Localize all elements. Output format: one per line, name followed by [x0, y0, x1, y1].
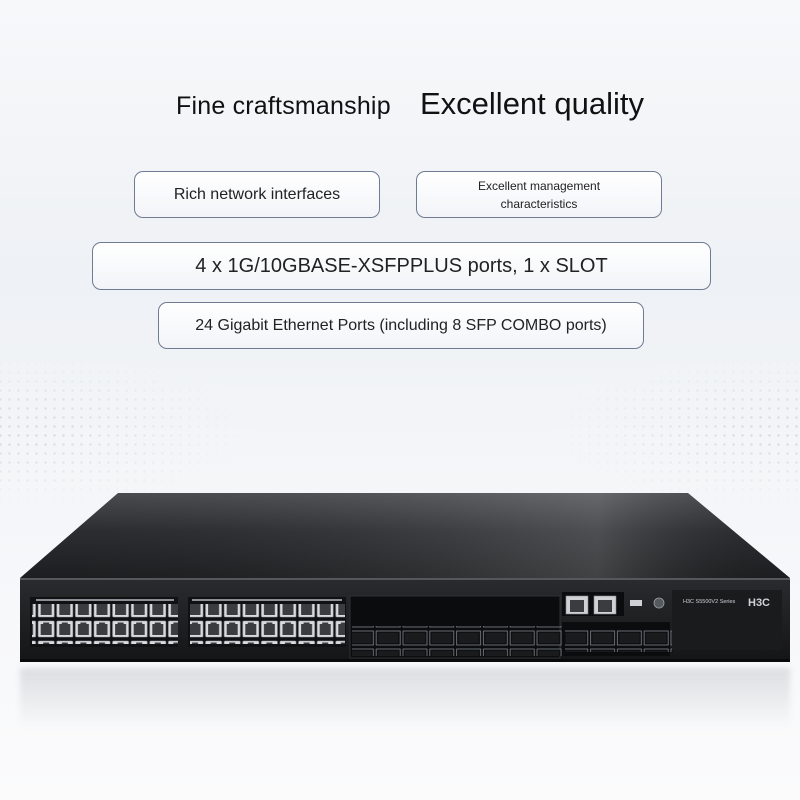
reset-button: [653, 597, 665, 609]
model-label: H3C S5500V2 Series: [683, 599, 736, 605]
usb-port: [630, 600, 642, 606]
sfp-ports: [352, 626, 566, 656]
switch-reflection: [20, 668, 790, 728]
brand-logo: H3C: [748, 597, 770, 609]
headline-right: Excellent quality: [420, 86, 645, 121]
rj45-ports-block-1: [32, 604, 144, 644]
feature-pill-rich-interfaces: Rich network interfaces: [134, 171, 380, 218]
feature-pill-gigabit-ports: 24 Gigabit Ethernet Ports (including 8 S…: [158, 302, 644, 349]
feature-label: Excellent management characteristics: [477, 178, 601, 211]
uplink-sfp-ports: [565, 630, 673, 652]
headline: Fine craftsmanship Excellent quality: [0, 86, 800, 126]
decorative-dots-left: [0, 350, 260, 510]
feature-pill-management: Excellent management characteristics: [416, 171, 662, 218]
feature-pill-sfp-ports: 4 x 1G/10GBASE-XSFPPLUS ports, 1 x SLOT: [92, 242, 711, 290]
rj45-ports-block-2: [190, 604, 345, 644]
headline-left: Fine craftsmanship: [176, 92, 391, 120]
feature-label: 24 Gigabit Ethernet Ports (including 8 S…: [195, 316, 607, 334]
feature-label: 4 x 1G/10GBASE-XSFPPLUS ports, 1 x SLOT: [195, 254, 608, 277]
feature-label: Rich network interfaces: [173, 185, 341, 203]
decorative-dots-right: [540, 350, 800, 510]
